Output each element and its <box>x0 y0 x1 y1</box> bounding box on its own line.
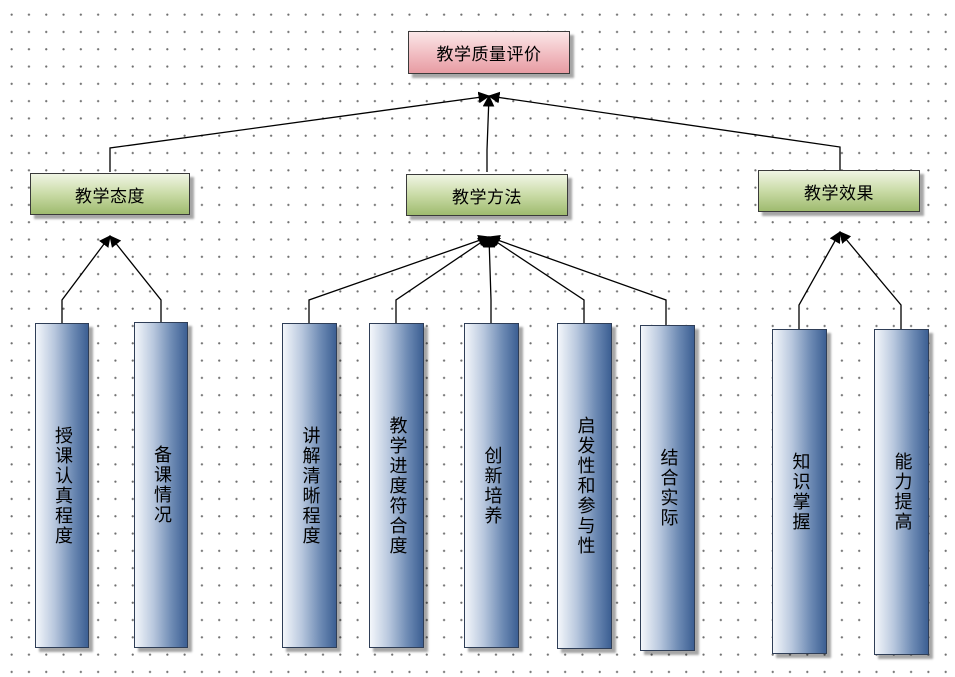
connector-leaf-8 <box>798 230 841 330</box>
connector-effect-to-root <box>487 91 841 170</box>
leaf-label: 讲解清晰程度 <box>299 425 321 546</box>
connector-leaf-4 <box>395 236 490 324</box>
category-node-attitude[interactable]: 教学态度 <box>30 173 190 215</box>
leaf-node[interactable]: 授课认真程度 <box>35 323 89 648</box>
category-label: 教学方法 <box>452 187 522 208</box>
connector-leaf-6 <box>488 236 585 324</box>
connector-leaf-5 <box>483 235 496 324</box>
leaf-label: 创新培养 <box>481 445 503 526</box>
leaf-node[interactable]: 讲解清晰程度 <box>282 323 337 648</box>
root-node[interactable]: 教学质量评价 <box>408 31 570 74</box>
leaf-node[interactable]: 启发性和参与性 <box>557 323 612 649</box>
connector-leaf-3 <box>308 234 491 324</box>
leaf-label: 教学进度符合度 <box>386 415 408 556</box>
connector-leaf-2 <box>109 235 162 324</box>
category-label: 教学效果 <box>804 183 874 204</box>
leaf-label: 知识掌握 <box>789 451 811 532</box>
leaf-node[interactable]: 结合实际 <box>640 325 695 651</box>
leaf-label: 启发性和参与性 <box>574 416 596 556</box>
category-node-effect[interactable]: 教学效果 <box>758 170 920 212</box>
connector-method-to-root <box>482 94 495 172</box>
connector-attitude-to-root <box>109 91 491 172</box>
root-label: 教学质量评价 <box>436 45 542 65</box>
category-label: 教学态度 <box>75 186 145 207</box>
connector-leaf-7 <box>487 235 667 326</box>
leaf-label: 备课情况 <box>151 445 172 525</box>
leaf-label: 授课认真程度 <box>52 425 73 546</box>
leaf-node[interactable]: 教学进度符合度 <box>369 323 424 648</box>
connector-leaf-9 <box>839 231 902 330</box>
leaf-node[interactable]: 备课情况 <box>134 322 188 648</box>
leaf-label: 结合实际 <box>657 448 679 528</box>
leaf-node[interactable]: 能力提高 <box>874 329 929 655</box>
connector-leaf-1 <box>61 235 111 324</box>
category-node-method[interactable]: 教学方法 <box>406 174 568 216</box>
leaf-label: 能力提高 <box>891 452 913 532</box>
leaf-node[interactable]: 创新培养 <box>464 323 519 648</box>
leaf-node[interactable]: 知识掌握 <box>772 329 827 654</box>
